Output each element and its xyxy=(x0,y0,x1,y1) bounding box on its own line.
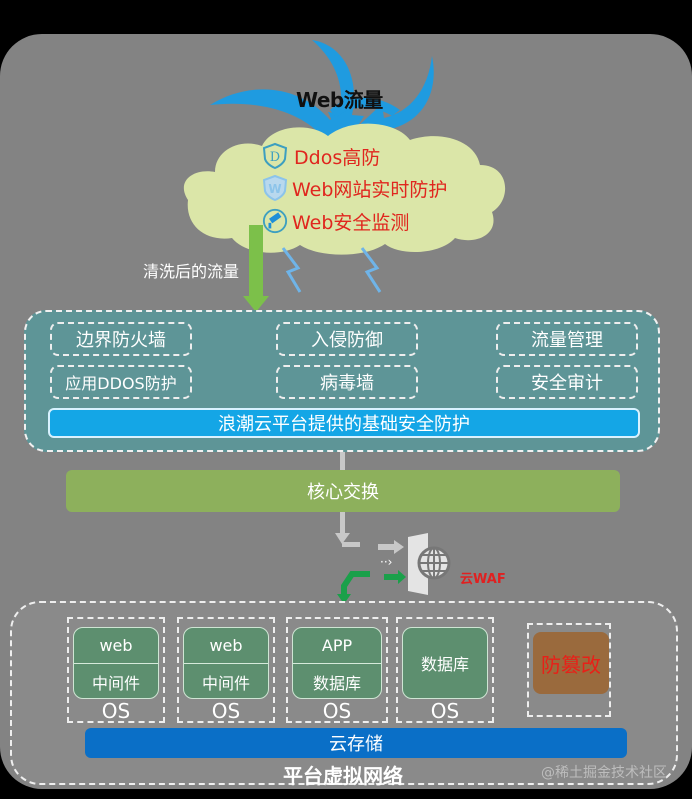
svg-text:D: D xyxy=(270,150,280,165)
watermark: @稀土掘金技术社区 xyxy=(541,765,667,781)
tamper-protection-box xyxy=(527,623,611,717)
cloud-storage-bar: 云存储 xyxy=(85,728,627,758)
tamper-protection: 防篡改 xyxy=(533,632,609,694)
app-layer: APP xyxy=(293,628,381,664)
waf-return-arrow-head xyxy=(337,594,351,604)
flow-arrow-center xyxy=(312,40,364,148)
web-traffic-label: Web流量 xyxy=(296,88,383,112)
database-label: 数据库 xyxy=(420,655,469,674)
security-box-intrusion-prevention: 入侵防御 xyxy=(276,322,418,356)
database-card: 数据库 xyxy=(402,627,488,699)
database-layer: 数据库 xyxy=(312,673,361,693)
app-stack-card: web 中间件 xyxy=(73,627,159,699)
app-stack-card: web 中间件 xyxy=(183,627,269,699)
cloud-item-label: Web网站实时防护 xyxy=(292,178,448,201)
washed-traffic-label: 清洗后的流量 xyxy=(143,262,240,281)
os-label: OS xyxy=(322,699,352,723)
waf-in-arrow-head xyxy=(394,540,404,554)
waf-in-arrow-shaft xyxy=(378,544,394,550)
flow-arrow-right xyxy=(356,56,434,142)
security-box-security-audit: 安全审计 xyxy=(496,365,638,399)
cloud-item-monitoring: Web安全监测 xyxy=(262,207,409,235)
svg-text:W: W xyxy=(268,182,281,196)
waf-out-arrow-dash xyxy=(384,574,400,580)
flow-arrow-left xyxy=(210,89,340,150)
camera-monitor-icon xyxy=(262,208,288,234)
cloud-item-ddos: D Ddos高防 xyxy=(262,142,380,170)
app-layer: web xyxy=(184,628,268,664)
app-stack-card: APP 数据库 xyxy=(292,627,382,699)
basic-security-bar: 浪潮云平台提供的基础安全防护 xyxy=(48,408,640,438)
waf-out-arrow-head xyxy=(398,570,406,584)
os-label: OS xyxy=(211,699,241,723)
shield-w-icon: W xyxy=(262,174,288,202)
washed-traffic-arrow-shaft xyxy=(249,225,263,300)
washed-traffic-arrow-head xyxy=(243,296,269,312)
connector-line-top xyxy=(340,452,345,470)
connector-line-elbow xyxy=(342,542,360,547)
waf-dotted-arrow: ··› xyxy=(380,555,392,569)
os-label: OS xyxy=(430,699,460,723)
server-os-box-2: web 中间件 OS xyxy=(177,617,275,723)
connector-arrow-down xyxy=(335,533,350,544)
app-layer: web xyxy=(74,628,158,664)
waf-return-arrow xyxy=(341,571,370,596)
server-os-box-4: 数据库 OS xyxy=(396,617,494,723)
lightning-bolt-left xyxy=(281,247,302,293)
lightning-bolt-right xyxy=(360,247,382,293)
platform-virtual-network-label: 平台虚拟网络 xyxy=(283,764,403,788)
connector-line-mid xyxy=(340,512,345,536)
cloud-waf-label: 云WAF xyxy=(460,572,506,587)
os-label: OS xyxy=(101,699,131,723)
shield-d-icon: D xyxy=(262,142,288,170)
security-box-ddos-protection: 应用DDOS防护 xyxy=(50,365,192,399)
security-box-traffic-management: 流量管理 xyxy=(496,322,638,356)
cloud-item-web-protection: W Web网站实时防护 xyxy=(262,174,447,202)
server-os-box-3: APP 数据库 OS xyxy=(286,617,388,723)
security-box-border-firewall: 边界防火墙 xyxy=(50,322,192,356)
flow-arrow-right-tail xyxy=(330,97,400,118)
middleware-layer: 中间件 xyxy=(201,673,250,693)
cloud-item-label: Web安全监测 xyxy=(292,211,410,234)
core-switch: 核心交换 xyxy=(66,470,620,512)
security-box-virus-wall: 病毒墙 xyxy=(276,365,418,399)
middleware-layer: 中间件 xyxy=(91,673,140,693)
server-os-box-1: web 中间件 OS xyxy=(67,617,165,723)
cloud-item-label: Ddos高防 xyxy=(294,146,381,169)
globe-door-icon xyxy=(408,533,451,595)
